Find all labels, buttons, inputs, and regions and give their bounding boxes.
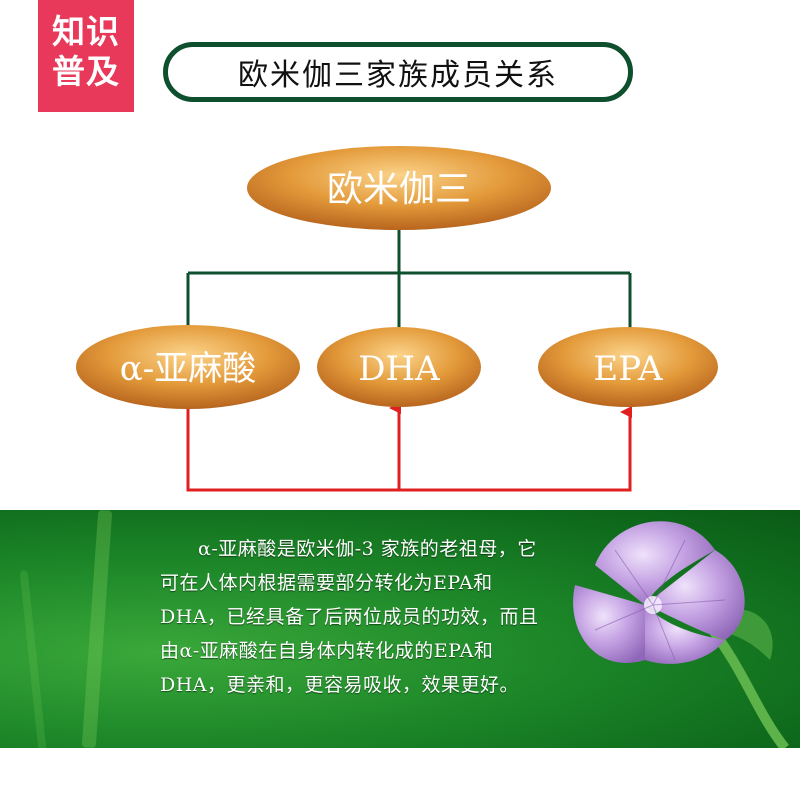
node-dha-label: DHA [358,349,440,389]
node-ala: α-亚麻酸 [76,325,300,409]
description-panel: α-亚麻酸是欧米伽-3 家族的老祖母，它可在人体内根据需要部分转化为EPA和DH… [0,510,800,748]
description-text: α-亚麻酸是欧米伽-3 家族的老祖母，它可在人体内根据需要部分转化为EPA和DH… [160,538,539,696]
node-ala-label: α-亚麻酸 [120,349,256,389]
node-epa: EPA [538,327,718,407]
node-epa-label: EPA [593,349,663,389]
page-title-text: 欧米伽三家族成员关系 [238,58,558,93]
node-root-label: 欧米伽三 [327,169,471,210]
grass-stem-decoration [19,570,49,748]
family-diagram: 欧米伽三 α-亚麻酸 DHA EPA [76,146,718,492]
knowledge-badge: 知识 普及 [38,0,134,112]
badge-line-2: 普及 [52,52,120,91]
page-title: 欧米伽三家族成员关系 [163,42,633,102]
conversion-arrows [186,402,632,492]
badge-line-1: 知识 [52,12,120,51]
grass-stem-decoration [81,510,113,748]
node-root: 欧米伽三 [247,146,551,230]
tree-connectors [186,225,632,340]
flax-flower-image [573,521,789,748]
node-dha: DHA [317,327,481,407]
